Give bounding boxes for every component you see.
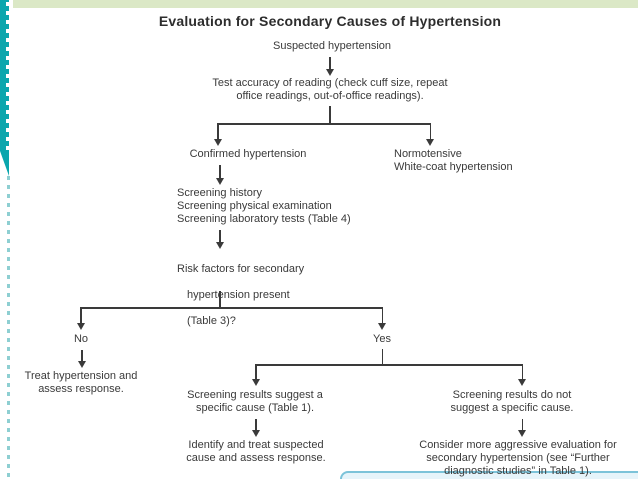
node-test-accuracy: Test accuracy of reading (check cuff siz… <box>212 77 448 102</box>
node-treat-hypertension: Treat hypertension and assess response. <box>24 370 138 395</box>
connector-split3-left-line <box>255 364 257 380</box>
arrowhead-down-icon <box>78 361 86 368</box>
connector-confirmed-line <box>219 165 221 179</box>
node-suspected-hypertension: Suspected hypertension <box>272 40 392 52</box>
node-normotensive: Normotensive White-coat hypertension <box>394 148 513 173</box>
node-results-no-cause: Screening results do not suggest a speci… <box>450 389 574 414</box>
connector-suggest-line <box>255 419 257 431</box>
connector-split3-stub <box>381 349 383 365</box>
connector-no-line <box>81 350 83 362</box>
connector-split2-left-line <box>80 307 82 324</box>
top-accent-bar <box>13 0 638 8</box>
diagram-title: Evaluation for Secondary Causes of Hyper… <box>158 13 502 29</box>
connector-split1-left-line <box>217 123 219 140</box>
connector-split1-right-line <box>429 123 431 140</box>
arrowhead-down-icon <box>518 430 526 437</box>
node-risk-factors: Risk factors for secondary hypertension … <box>177 250 377 341</box>
arrowhead-down-icon <box>214 139 222 146</box>
node-confirmed-hypertension: Confirmed hypertension <box>189 148 307 160</box>
connector-split1-horizontal <box>217 123 431 125</box>
connector-split2-stub <box>219 291 221 308</box>
left-dashed-border <box>7 176 10 479</box>
arrowhead-down-icon <box>426 139 434 146</box>
risk-factors-line2: hypertension present <box>187 289 290 301</box>
node-results-suggest-cause: Screening results suggest a specific cau… <box>187 389 323 414</box>
arrowhead-down-icon <box>216 242 224 249</box>
connector-split2-right-line <box>381 307 383 324</box>
risk-factors-line1: Risk factors for secondary <box>177 263 305 275</box>
risk-factors-line3: (Table 3)? <box>187 315 236 327</box>
connector-not-suggest-line <box>521 419 523 431</box>
connector-split1-stub <box>329 106 331 124</box>
ribbon-perforation-dashes <box>6 2 9 154</box>
connector-split3-horizontal <box>255 364 523 366</box>
node-identify-and-treat: Identify and treat suspected cause and a… <box>186 439 326 464</box>
connector-screening-line <box>219 230 221 243</box>
arrowhead-down-icon <box>216 178 224 185</box>
arrowhead-down-icon <box>252 430 260 437</box>
connector-split3-right-line <box>521 364 523 380</box>
arrowhead-down-icon <box>252 379 260 386</box>
left-ribbon <box>0 0 9 176</box>
arrowhead-down-icon <box>77 323 85 330</box>
bottom-accent-bar <box>340 471 638 479</box>
node-screening-steps: Screening history Screening physical exa… <box>177 187 351 225</box>
connector-suspected-line <box>329 57 331 70</box>
branch-label-yes: Yes <box>373 333 391 345</box>
branch-label-no: No <box>73 333 89 345</box>
arrowhead-down-icon <box>518 379 526 386</box>
connector-split2-horizontal <box>80 307 383 309</box>
arrowhead-down-icon <box>326 69 334 76</box>
node-consider-aggressive-evaluation: Consider more aggressive evaluation for … <box>419 439 617 477</box>
arrowhead-down-icon <box>378 323 386 330</box>
